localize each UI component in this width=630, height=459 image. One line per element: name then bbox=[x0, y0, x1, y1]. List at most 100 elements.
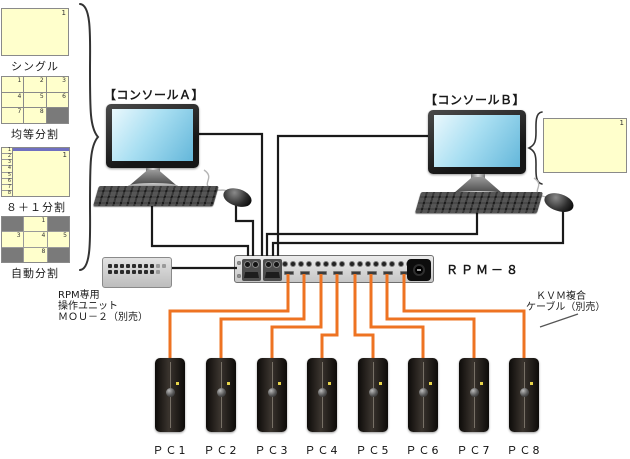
kvm-cable-pc7 bbox=[385, 274, 476, 360]
power-button-icon bbox=[418, 388, 428, 397]
console-a-monitor bbox=[106, 104, 199, 189]
grid-cell: 4 bbox=[2, 92, 24, 108]
kvm-note-pointer-line bbox=[539, 313, 579, 328]
led-icon bbox=[530, 382, 533, 385]
main-view-area: 1 bbox=[13, 148, 69, 196]
kvm-cable-pc8 bbox=[402, 274, 526, 360]
led-icon bbox=[278, 382, 281, 385]
console-b-screen-brace bbox=[527, 111, 543, 185]
kvm-cable-note-line1: ＫＶＭ複合 bbox=[536, 291, 586, 302]
selected-strip bbox=[13, 148, 69, 151]
thumbnail-column: 1 2 3 4 5 6 7 8 bbox=[2, 148, 13, 196]
pc-label-2: ＰＣ2 bbox=[203, 444, 239, 457]
grid-cell: 6 bbox=[46, 92, 68, 108]
rpm8-switch-rear-panel bbox=[234, 255, 434, 283]
led-icon bbox=[328, 382, 331, 385]
grid-cell: 3 bbox=[46, 77, 68, 92]
pc-tower-5 bbox=[358, 358, 388, 432]
screw-icon bbox=[237, 274, 241, 278]
pc-port-5 bbox=[349, 261, 363, 279]
console-port-b bbox=[263, 259, 282, 281]
grid-cell: 5 bbox=[48, 232, 69, 247]
console-port-a bbox=[242, 259, 261, 281]
pc-tower-2 bbox=[206, 358, 236, 432]
pc-label-4: ＰＣ4 bbox=[304, 444, 340, 457]
cable-console-a-keyboard bbox=[150, 204, 250, 256]
mode-single-screen: 1 bbox=[1, 8, 69, 56]
grid-cell-empty bbox=[2, 247, 23, 262]
grid-cell: 7 bbox=[2, 108, 24, 123]
pc-port-4 bbox=[331, 261, 345, 279]
console-a-mouse bbox=[221, 184, 254, 211]
led-icon bbox=[480, 382, 483, 385]
grid-cell: 4 bbox=[23, 232, 48, 247]
mou2-note-line2: 操作ユニット bbox=[58, 301, 118, 312]
grid-cell: 3 bbox=[2, 232, 23, 247]
pc-tower-3 bbox=[257, 358, 287, 432]
mou2-note-line3: ＭＯＵ－２（別売） bbox=[58, 312, 148, 323]
power-inlet-icon bbox=[407, 259, 431, 281]
grid-cell: 8 bbox=[24, 108, 46, 123]
mou2-button-row bbox=[108, 270, 166, 274]
mou2-note-line1: RPM専用 bbox=[58, 290, 100, 301]
grid-cell: 1 bbox=[2, 77, 24, 92]
pc-label-7: ＰＣ7 bbox=[456, 444, 492, 457]
grid-cell-empty bbox=[2, 217, 23, 232]
mode-equal-split-label: 均等分割 bbox=[11, 128, 59, 141]
console-b-monitor bbox=[428, 110, 526, 198]
kvm-cable-pc5 bbox=[353, 274, 375, 360]
cell-number: 1 bbox=[619, 119, 624, 127]
grid-cell-empty bbox=[48, 247, 69, 262]
mode-single-label: シングル bbox=[11, 60, 59, 73]
pc-port-3 bbox=[315, 261, 329, 279]
pc-label-3: ＰＣ3 bbox=[254, 444, 290, 457]
cable-console-a-mouse bbox=[234, 202, 255, 256]
grid-cell: 2 bbox=[24, 77, 46, 92]
grid-cell-empty bbox=[46, 108, 68, 123]
pc-label-6: ＰＣ6 bbox=[405, 444, 441, 457]
led-icon bbox=[429, 382, 432, 385]
console-a-label: 【コンソールＡ】 bbox=[104, 88, 205, 102]
kvm-cable-note-line2: ケーブル（別売） bbox=[526, 302, 606, 313]
cable-console-b-video bbox=[276, 134, 429, 256]
kvm-cable-pc2 bbox=[219, 274, 306, 360]
pc-label-1: ＰＣ1 bbox=[152, 444, 188, 457]
cell-number: 1 bbox=[61, 9, 66, 17]
console-b-single-mockup: 1 bbox=[543, 118, 627, 173]
power-button-icon bbox=[267, 388, 277, 397]
mou2-unit bbox=[102, 257, 172, 288]
pc-label-8: ＰＣ8 bbox=[506, 444, 542, 457]
power-button-icon bbox=[519, 388, 529, 397]
kvm-cable-pc4 bbox=[320, 274, 339, 360]
power-button-icon bbox=[216, 388, 226, 397]
pc-tower-7 bbox=[459, 358, 489, 432]
power-button-icon bbox=[165, 388, 175, 397]
power-button-icon bbox=[469, 388, 479, 397]
mode-equal-split-screen: 1 2 3 4 5 6 7 8 bbox=[1, 76, 69, 124]
cable-console-b-mouse bbox=[271, 206, 565, 256]
mou2-button-row bbox=[108, 264, 166, 268]
console-b-mouse bbox=[542, 189, 576, 216]
modes-brace bbox=[79, 3, 100, 271]
mode-8plus1-screen: 1 2 3 4 5 6 7 8 1 bbox=[1, 147, 70, 197]
console-a-keyboard bbox=[93, 186, 219, 206]
kvm-cable-pc3 bbox=[270, 274, 323, 360]
led-icon bbox=[379, 382, 382, 385]
switch-name-label: ＲＰＭ－８ bbox=[446, 263, 522, 277]
mode-auto-split-label: 自動分割 bbox=[11, 267, 59, 280]
console-b-screen bbox=[434, 115, 520, 167]
grid-cell: 8 bbox=[23, 247, 48, 262]
grid-cell: 5 bbox=[24, 92, 46, 108]
led-icon bbox=[227, 382, 230, 385]
pc-port-6 bbox=[365, 261, 379, 279]
pc-tower-6 bbox=[408, 358, 438, 432]
mode-auto-split-screen: 1 3 4 5 8 bbox=[1, 216, 70, 263]
kvm-cable-pc6 bbox=[369, 274, 425, 360]
grid-cell: 1 bbox=[23, 217, 48, 232]
led-icon bbox=[176, 382, 179, 385]
mode-8plus1-label: ８＋１分割 bbox=[6, 201, 66, 214]
pc-port-2 bbox=[298, 261, 312, 279]
pc-label-5: ＰＣ5 bbox=[355, 444, 391, 457]
pc-tower-1 bbox=[155, 358, 185, 432]
